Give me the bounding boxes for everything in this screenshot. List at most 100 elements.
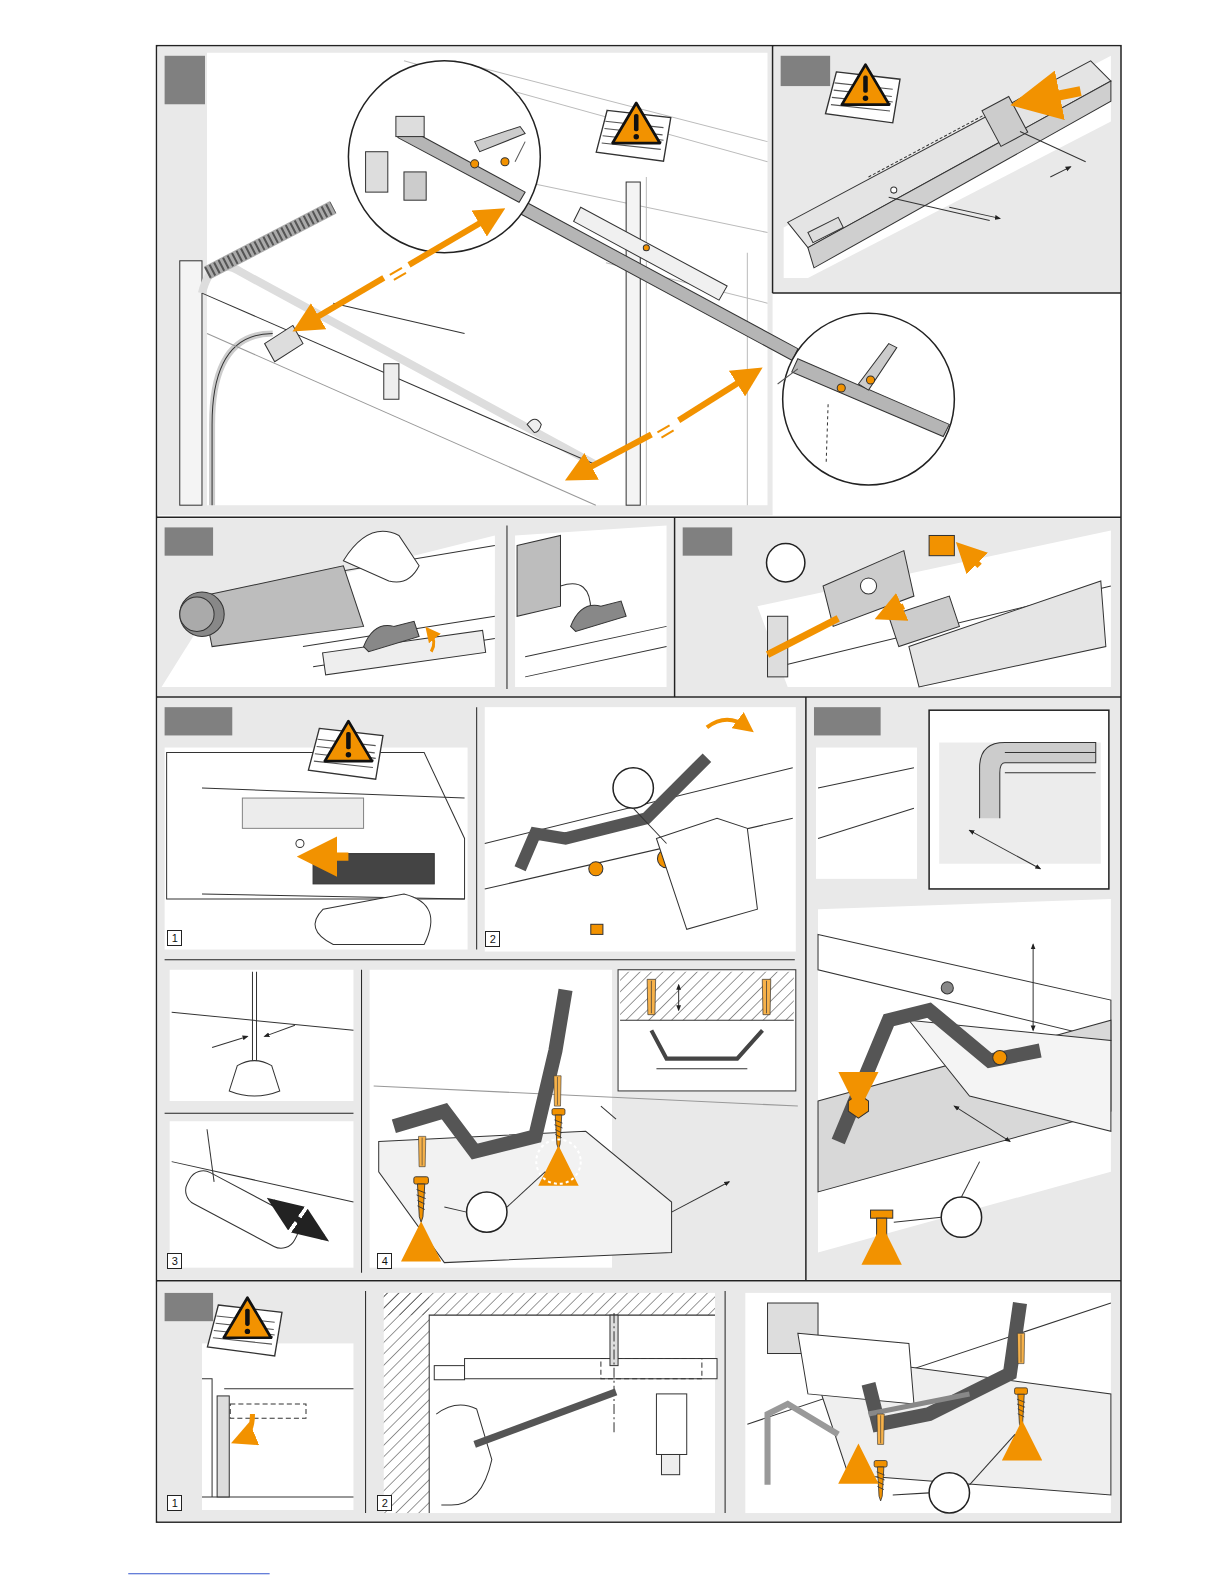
door-arm-mount-part bbox=[929, 1473, 969, 1513]
bracket-adjust-part bbox=[854, 1083, 862, 1096]
ceiling-mount-steps-part bbox=[618, 970, 796, 1091]
panel-frames-part-part bbox=[157, 1280, 1121, 1282]
ceiling-mount-steps-part bbox=[601, 1106, 616, 1119]
door-arm-mount-part bbox=[768, 1404, 839, 1485]
step-number-box: 2 bbox=[485, 931, 500, 947]
release-detail-part bbox=[517, 535, 560, 616]
warning-symbol bbox=[207, 1298, 282, 1356]
release-detail-part bbox=[429, 631, 434, 651]
ceiling-mount-steps-part bbox=[165, 748, 468, 950]
step-number-box: 2 bbox=[377, 1495, 392, 1511]
door-and-rail-part bbox=[515, 142, 525, 162]
door-arm-mount-part bbox=[1017, 1333, 1024, 1363]
ceiling-mount-steps-part bbox=[552, 1109, 565, 1149]
door-and-rail-part bbox=[574, 207, 728, 300]
door-and-rail-part bbox=[333, 303, 464, 333]
door-and-rail-part bbox=[783, 313, 955, 485]
ceiling-mount-steps-part bbox=[207, 1129, 214, 1182]
door-arm-mount-part bbox=[475, 1392, 616, 1445]
release-detail-part bbox=[162, 535, 495, 686]
panel-frames-part bbox=[774, 47, 1120, 293]
bracket-adjust-part bbox=[993, 1051, 1007, 1065]
ceiling-mount-steps-part bbox=[678, 985, 679, 1010]
panel-frames-part-part bbox=[157, 696, 1121, 698]
ceiling-mount-steps-part bbox=[313, 854, 434, 884]
center-arrows-part-part bbox=[394, 273, 406, 280]
door-arm-mount-part bbox=[429, 1315, 715, 1513]
panel-frames-part-part bbox=[683, 527, 732, 555]
door-arm-mount-part bbox=[224, 1388, 353, 1389]
rail-detail-part bbox=[1030, 91, 1080, 101]
door-arm-mount-part bbox=[465, 1359, 717, 1379]
ceiling-mount-steps-part bbox=[589, 862, 603, 876]
center-arrows-part-part bbox=[390, 268, 402, 275]
door-and-rail-part bbox=[858, 344, 896, 390]
center-arrows bbox=[303, 214, 752, 475]
bracket-adjust-part bbox=[894, 1217, 941, 1222]
panel-frames-part-part bbox=[157, 517, 1121, 519]
door-arm-mount-part bbox=[1018, 1436, 1026, 1451]
door-and-rail-part bbox=[837, 384, 845, 392]
door-arm-mount-part bbox=[1015, 1388, 1028, 1428]
bracket-adjust-part bbox=[980, 743, 1096, 819]
ceiling-mount-steps-part bbox=[467, 1192, 507, 1232]
door-arm-mount-part bbox=[217, 1396, 229, 1497]
ceiling-mount-steps-part bbox=[170, 1121, 354, 1267]
bracket-adjust-part bbox=[818, 899, 1111, 1252]
door-arm-mount-part bbox=[434, 1366, 464, 1380]
bracket-adjust-part bbox=[1033, 944, 1034, 1030]
door-and-rail-part bbox=[643, 245, 649, 251]
release-detail-part bbox=[525, 626, 666, 656]
door-arm-mount-part bbox=[202, 1379, 212, 1497]
rail-detail-part bbox=[808, 217, 843, 242]
ceiling-mount-steps-part bbox=[252, 972, 253, 1061]
ceiling-mount-steps-part bbox=[647, 979, 655, 1014]
bracket-adjust-part bbox=[939, 743, 1101, 864]
panel-frames-part-part bbox=[165, 1113, 354, 1114]
bracket-adjust-part bbox=[848, 1094, 868, 1118]
panel-frames-part bbox=[807, 698, 1120, 1280]
warning-symbol bbox=[308, 721, 383, 779]
rail-detail-part bbox=[784, 56, 1111, 278]
rail-detail-part bbox=[788, 61, 1111, 248]
door-arm-mount-part bbox=[745, 1293, 1111, 1513]
bracket-adjust-part bbox=[838, 1010, 1040, 1141]
bracket-adjust-part bbox=[877, 1218, 887, 1236]
panel-frames-part-part bbox=[476, 707, 477, 949]
ceiling-mount-steps-part bbox=[172, 1012, 354, 1030]
panel-frames-part-part bbox=[506, 525, 507, 689]
door-arm-mount-part bbox=[869, 1303, 1020, 1424]
door-and-rail-part bbox=[475, 126, 525, 151]
panel-frames-part-part bbox=[365, 1291, 366, 1513]
panel-frames-part bbox=[158, 47, 773, 516]
door-and-rail-part bbox=[471, 160, 479, 168]
panel-frames-part-part bbox=[805, 697, 807, 1281]
rail-detail-part bbox=[1020, 132, 1086, 162]
ceiling-mount-steps-part bbox=[656, 1068, 747, 1069]
bracket-adjust-part bbox=[961, 1162, 979, 1197]
door-and-rail-part bbox=[207, 53, 767, 505]
footer-rule bbox=[128, 1573, 269, 1574]
ceiling-mount-steps-part bbox=[762, 979, 770, 1014]
door-bracket-detail-part bbox=[757, 530, 1110, 687]
door-bracket-detail-part bbox=[909, 581, 1106, 687]
panel-frames-part-part bbox=[361, 970, 362, 1273]
center-arrows-part bbox=[390, 268, 674, 438]
bracket-adjust-part bbox=[878, 1240, 886, 1252]
door-and-rail-part bbox=[202, 266, 596, 465]
door-and-rail-part bbox=[626, 182, 640, 505]
panel-frames-part-part bbox=[165, 527, 213, 555]
door-arm-mount-part bbox=[230, 1404, 306, 1418]
door-bracket-detail-part bbox=[767, 544, 805, 582]
door-and-rail-part bbox=[265, 325, 303, 361]
center-arrows-part-part bbox=[661, 430, 673, 437]
ceiling-mount-steps-part bbox=[444, 1207, 466, 1212]
door-and-rail-part bbox=[202, 293, 596, 465]
release-detail-part bbox=[180, 592, 224, 636]
door-and-rail-part bbox=[212, 334, 273, 506]
center-arrows-part-part bbox=[657, 425, 669, 432]
door-and-rail bbox=[180, 53, 955, 505]
ceiling-mount-steps-part bbox=[212, 1036, 247, 1047]
